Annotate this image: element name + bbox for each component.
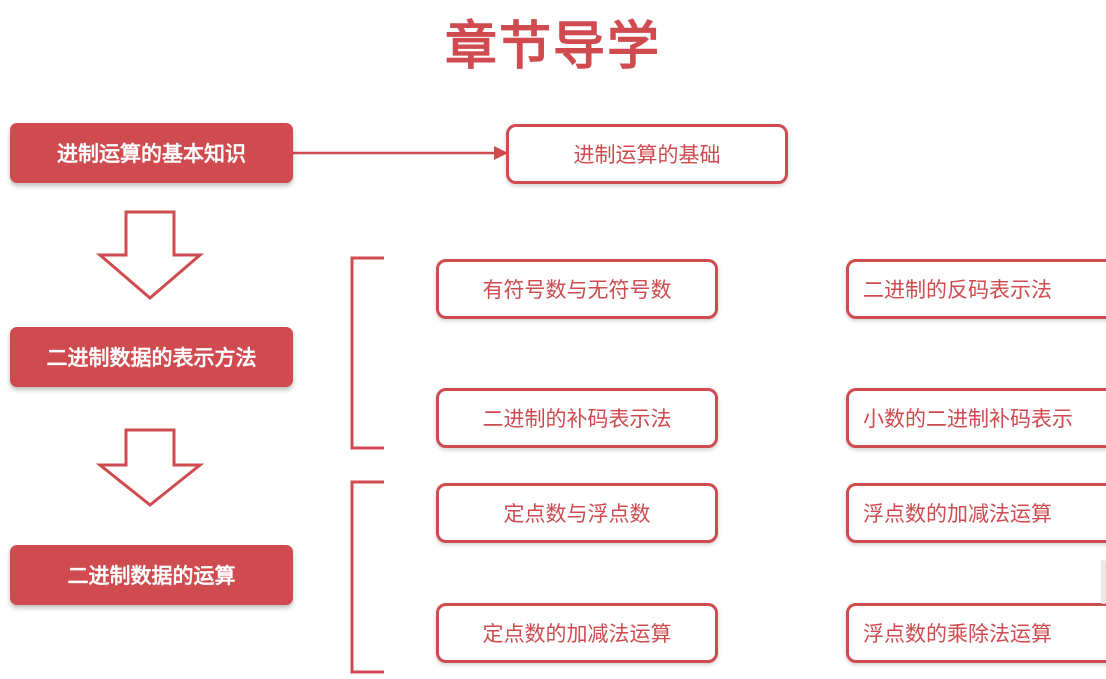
main-node-label: 进制运算的基本知识 — [57, 142, 246, 166]
sub-node-label: 定点数与浮点数 — [503, 502, 651, 526]
sub-node-label: 进制运算的基础 — [573, 143, 721, 167]
sub-node-float-mul-div: 浮点数的乘除法运算 — [846, 603, 1106, 663]
left-bracket-operations — [350, 480, 384, 674]
sub-node-fraction-complement: 小数的二进制补码表示 — [846, 388, 1106, 448]
sub-node-fixed-floating: 定点数与浮点数 — [436, 483, 718, 543]
sub-node-ones-complement: 二进制的反码表示法 — [846, 259, 1106, 319]
page-title: 章节导学 — [444, 17, 661, 77]
main-node-representation: 二进制数据的表示方法 — [10, 327, 293, 387]
main-node-operations: 二进制数据的运算 — [10, 545, 293, 605]
sub-node-basics: 进制运算的基础 — [506, 124, 788, 184]
left-bracket-representation — [350, 256, 384, 450]
sub-node-label: 小数的二进制补码表示 — [863, 407, 1073, 431]
down-arrow-icon — [95, 210, 205, 300]
main-node-label: 二进制数据的运算 — [67, 564, 236, 588]
main-node-label: 二进制数据的表示方法 — [46, 346, 257, 370]
sub-node-label: 浮点数的加减法运算 — [863, 502, 1052, 526]
sub-node-label: 定点数的加减法运算 — [482, 622, 672, 646]
sub-node-signed-unsigned: 有符号数与无符号数 — [436, 259, 718, 319]
sub-node-label: 二进制的反码表示法 — [863, 278, 1052, 302]
sub-node-float-add-sub: 浮点数的加减法运算 — [846, 483, 1106, 543]
sub-node-label: 浮点数的乘除法运算 — [863, 622, 1052, 646]
connector-arrowhead — [494, 146, 508, 160]
edge-scroll-indicator — [1101, 560, 1106, 604]
sub-node-label: 二进制的补码表示法 — [482, 407, 672, 431]
sub-node-twos-complement: 二进制的补码表示法 — [436, 388, 718, 448]
sub-node-label: 有符号数与无符号数 — [482, 278, 672, 302]
down-arrow-icon — [95, 428, 205, 507]
sub-node-fixed-add-sub: 定点数的加减法运算 — [436, 603, 718, 663]
main-node-basics: 进制运算的基本知识 — [10, 123, 293, 183]
